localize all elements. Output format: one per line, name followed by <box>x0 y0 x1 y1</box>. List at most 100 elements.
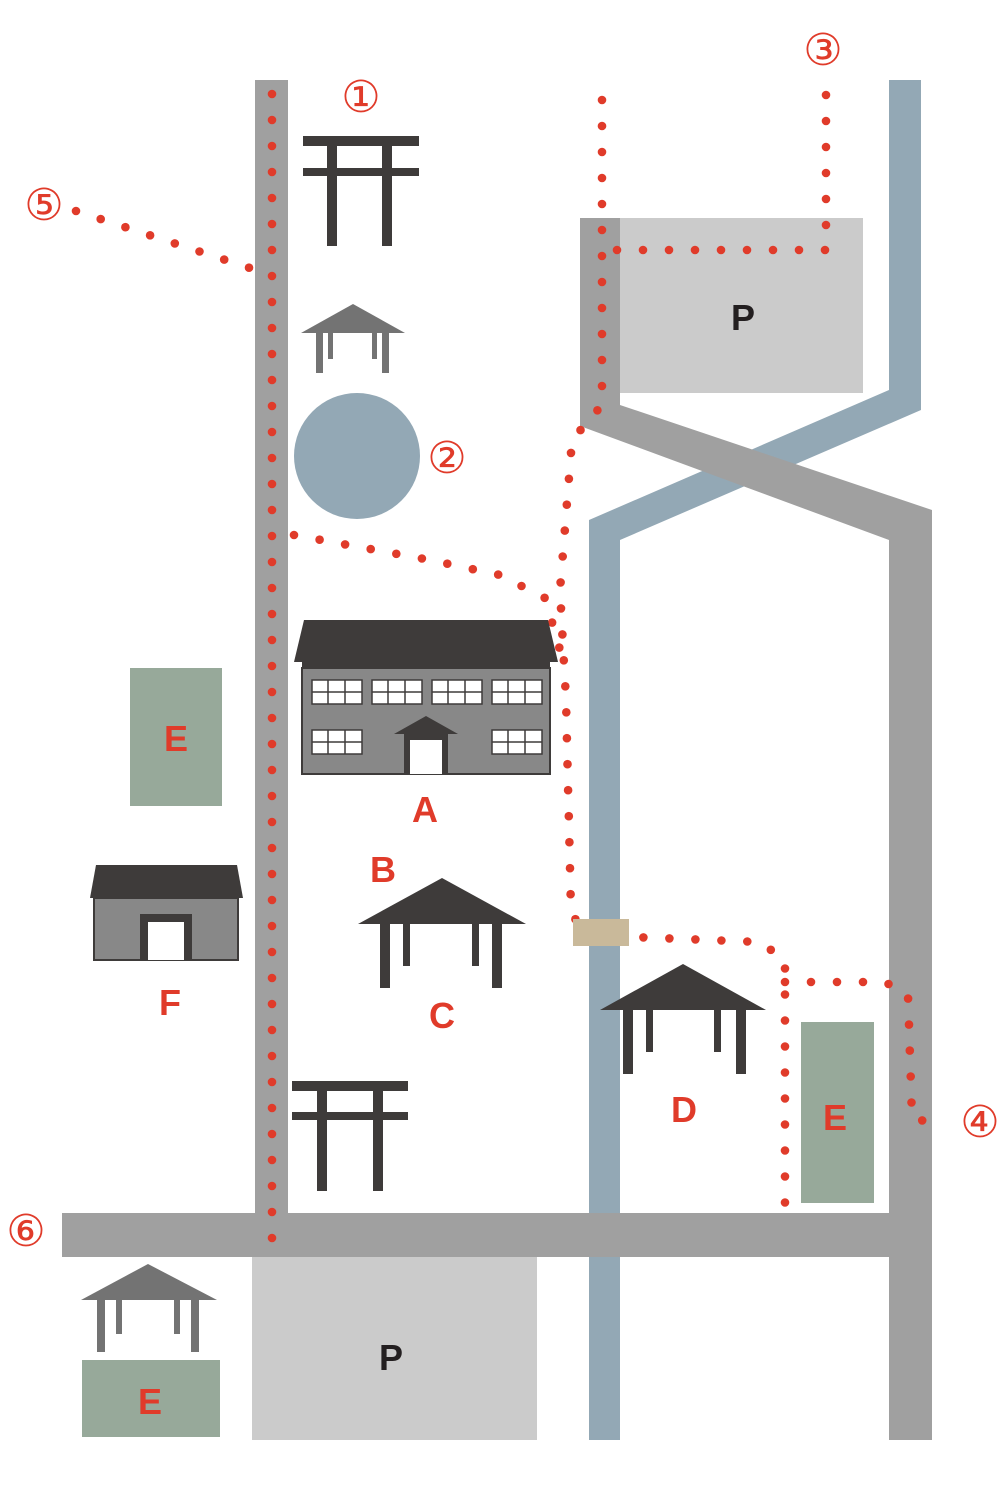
route-dot <box>267 1129 277 1139</box>
label-c: C <box>429 995 455 1036</box>
route-dot <box>562 708 571 717</box>
route-dot <box>768 245 778 255</box>
torii-gate-icon <box>303 136 419 246</box>
route-dot <box>597 251 607 261</box>
route-dot <box>780 1094 790 1103</box>
route-dot <box>780 990 790 999</box>
route-dot <box>267 635 277 645</box>
route-dot <box>267 271 277 281</box>
route-dot <box>716 245 726 255</box>
route-dot <box>565 863 575 873</box>
pavilion-icon <box>81 1264 217 1352</box>
route-dot <box>340 540 350 549</box>
marker-6: ⑥ <box>6 1206 45 1257</box>
route-dot <box>858 977 868 987</box>
route-dot <box>267 661 277 671</box>
route-dot <box>638 245 648 255</box>
label-e-right: E <box>823 1097 847 1138</box>
route-dot <box>267 427 277 437</box>
route-dot <box>267 973 277 983</box>
route-dot <box>195 247 204 256</box>
route-dot <box>267 141 277 151</box>
route-dot <box>267 453 277 463</box>
route-dot <box>289 530 299 540</box>
route-dot <box>806 977 816 987</box>
route-dot <box>366 544 376 554</box>
route-dot <box>267 1051 277 1061</box>
marker-2: ② <box>427 433 466 484</box>
route-dot <box>690 245 700 255</box>
route-dot <box>267 115 277 125</box>
route-dot <box>780 1198 790 1207</box>
parking-bottom <box>252 1257 537 1440</box>
label-a: A <box>412 789 438 830</box>
route-dot <box>780 977 790 987</box>
route-dot <box>315 535 324 544</box>
route-dot <box>267 349 277 359</box>
route-dots <box>71 89 927 1243</box>
route-dot <box>145 231 155 240</box>
route-dot <box>794 245 804 255</box>
route-dot <box>267 479 277 489</box>
route-dot <box>917 1116 927 1125</box>
route-dot <box>597 121 607 131</box>
route-dot <box>562 733 572 743</box>
route-dot <box>517 581 526 591</box>
route-dot <box>780 1146 790 1155</box>
road-horizontal <box>62 1213 932 1257</box>
route-dot <box>558 630 567 639</box>
route-dot <box>597 173 607 183</box>
route-dot <box>597 303 607 313</box>
bridge <box>573 919 629 946</box>
route-dot <box>267 557 277 567</box>
route-dot <box>562 500 572 510</box>
route-dot <box>267 869 277 879</box>
route-dot <box>71 206 81 216</box>
label-e-bottom: E <box>138 1381 162 1422</box>
route-dot <box>565 837 574 847</box>
route-dot <box>267 375 277 385</box>
route-dot <box>906 1072 915 1081</box>
route-dot <box>884 979 893 989</box>
route-dot <box>564 474 574 484</box>
warehouse-icon <box>90 865 243 961</box>
route-dot <box>766 945 776 955</box>
route-dot <box>904 1020 914 1029</box>
label-b: B <box>370 849 396 890</box>
route-dot <box>780 964 790 973</box>
route-dot <box>219 255 229 264</box>
route-dot <box>267 765 277 775</box>
route-dot <box>691 935 700 944</box>
label-d: D <box>671 1089 697 1130</box>
route-dot <box>780 1016 790 1025</box>
route-dot <box>493 570 503 579</box>
route-dot <box>121 222 130 232</box>
pavilion-icon <box>301 304 405 373</box>
marker-1: ① <box>341 72 380 123</box>
route-dot <box>821 168 831 178</box>
route-dot <box>267 1103 277 1113</box>
route-dot <box>417 554 427 563</box>
route-dot <box>566 448 576 458</box>
route-dot <box>96 214 105 224</box>
label-parking-bottom: P <box>379 1337 403 1378</box>
route-dot <box>593 406 602 415</box>
route-dot <box>566 889 575 899</box>
route-dot <box>576 425 585 435</box>
route-dot <box>597 381 607 391</box>
route-dot <box>664 245 674 255</box>
route-dot <box>907 1098 916 1107</box>
route-dot <box>612 245 622 255</box>
route-dot <box>267 817 277 827</box>
route-dot <box>561 682 570 691</box>
marker-3: ③ <box>803 25 842 76</box>
route-dot <box>821 116 831 126</box>
route-dot <box>267 999 277 1009</box>
route-dot <box>558 552 567 561</box>
green-area-right <box>801 1022 874 1203</box>
route-dot <box>821 90 831 100</box>
route-dot <box>267 1025 277 1035</box>
route-dot <box>597 199 607 209</box>
route-dot <box>780 1042 790 1051</box>
route-dot <box>392 549 401 559</box>
